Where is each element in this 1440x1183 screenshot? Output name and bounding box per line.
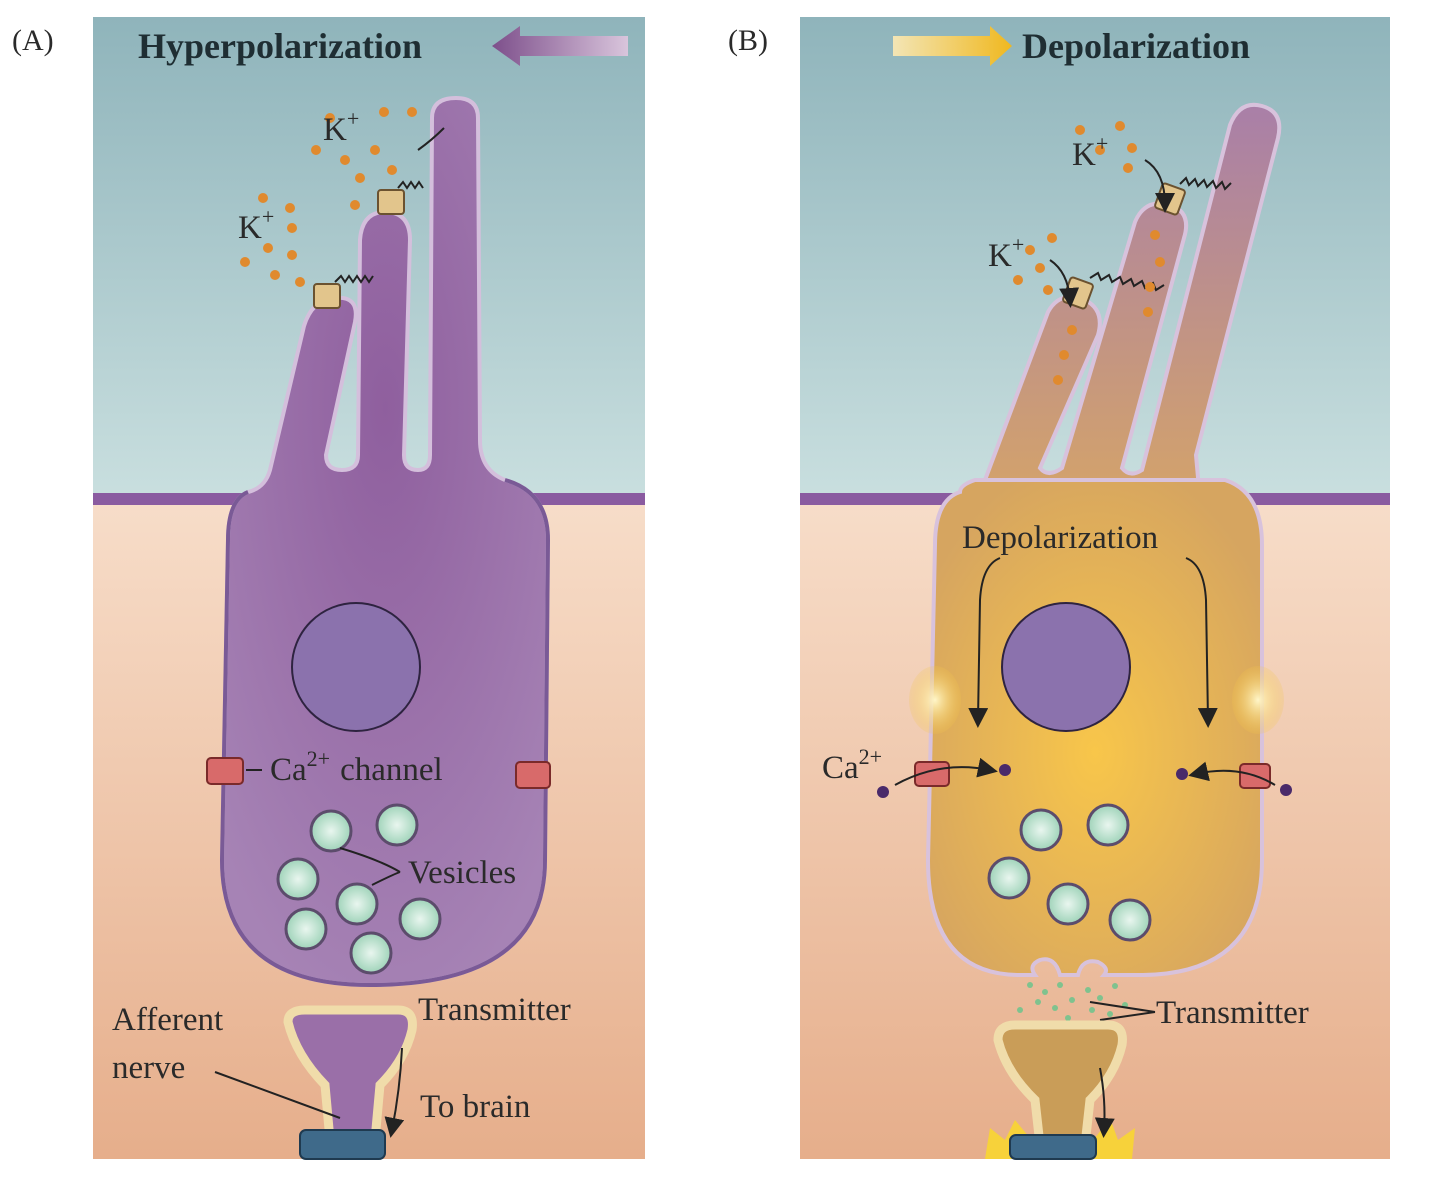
k-influx-arrow bbox=[1049, 259, 1080, 308]
afferent-leader bbox=[214, 1071, 341, 1119]
ca-channel-label: Ca2+channel bbox=[270, 746, 443, 788]
panel-a: (A) Hyperpolarization K+ K+ Ca2+channel … bbox=[12, 17, 645, 1160]
vesicle-cluster bbox=[276, 803, 442, 975]
transmitter-leader bbox=[1089, 1001, 1156, 1021]
afferent-label: Afferent bbox=[112, 1002, 223, 1038]
transmitter-label: Transmitter bbox=[418, 992, 571, 1028]
k-ion-label: K+ bbox=[988, 232, 1024, 274]
vesicle-leader bbox=[339, 847, 401, 886]
panel-title-a: Hyperpolarization bbox=[138, 26, 422, 66]
vesicle-cluster bbox=[987, 803, 1152, 942]
depolarization-glow bbox=[1232, 666, 1284, 734]
panel-title-b: Depolarization bbox=[1022, 26, 1250, 66]
hair-cell-body bbox=[925, 478, 1264, 977]
nerve-label: nerve bbox=[112, 1050, 185, 1086]
afferent-nerve bbox=[993, 1020, 1127, 1150]
ca-channel-icon bbox=[206, 757, 551, 789]
tip-link bbox=[417, 127, 445, 151]
afferent-nerve bbox=[283, 1005, 417, 1145]
depolarization-inner-label: Depolarization bbox=[962, 520, 1158, 556]
hyperpolarization-arrow-icon bbox=[492, 26, 628, 66]
panel-letter-a: (A) bbox=[12, 24, 54, 57]
nerve-myelin bbox=[1009, 1134, 1097, 1160]
k-ion-cluster bbox=[1013, 121, 1165, 385]
to-brain-arrow bbox=[1094, 1067, 1115, 1138]
ca-influx-arrow bbox=[1188, 761, 1276, 786]
tip-link bbox=[397, 180, 424, 190]
ca-influx-arrow bbox=[894, 757, 998, 786]
transmitter-label: Transmitter bbox=[1156, 995, 1309, 1031]
k-ion-label: K+ bbox=[323, 106, 359, 148]
vesicles-label: Vesicles bbox=[408, 855, 516, 891]
tip-link bbox=[334, 274, 374, 284]
nerve-myelin bbox=[299, 1129, 386, 1160]
nucleus bbox=[291, 602, 421, 732]
depolarization-spread-arrow bbox=[1185, 557, 1218, 728]
nucleus bbox=[1001, 602, 1131, 732]
to-brain-arrow bbox=[384, 1047, 405, 1138]
depolarization-arrow-icon bbox=[893, 26, 1012, 66]
k-ion-label: K+ bbox=[238, 204, 274, 246]
ca-ion-label: Ca2+ bbox=[822, 744, 882, 786]
k-ion-cluster bbox=[240, 107, 417, 287]
k-influx-arrow bbox=[1144, 159, 1175, 213]
panel-b: (B) Depolarization K+ K+ Depolarization … bbox=[728, 17, 1390, 1160]
depolarization-spread-arrow bbox=[968, 557, 1001, 728]
ca-ion-cluster bbox=[877, 764, 1292, 798]
to-brain-label: To brain bbox=[420, 1089, 530, 1125]
k-ion-label: K+ bbox=[1072, 131, 1108, 173]
panel-letter-b: (B) bbox=[728, 24, 768, 57]
tip-link bbox=[1179, 176, 1232, 191]
k-channel-icon bbox=[313, 189, 405, 309]
depolarization-glow bbox=[909, 666, 961, 734]
